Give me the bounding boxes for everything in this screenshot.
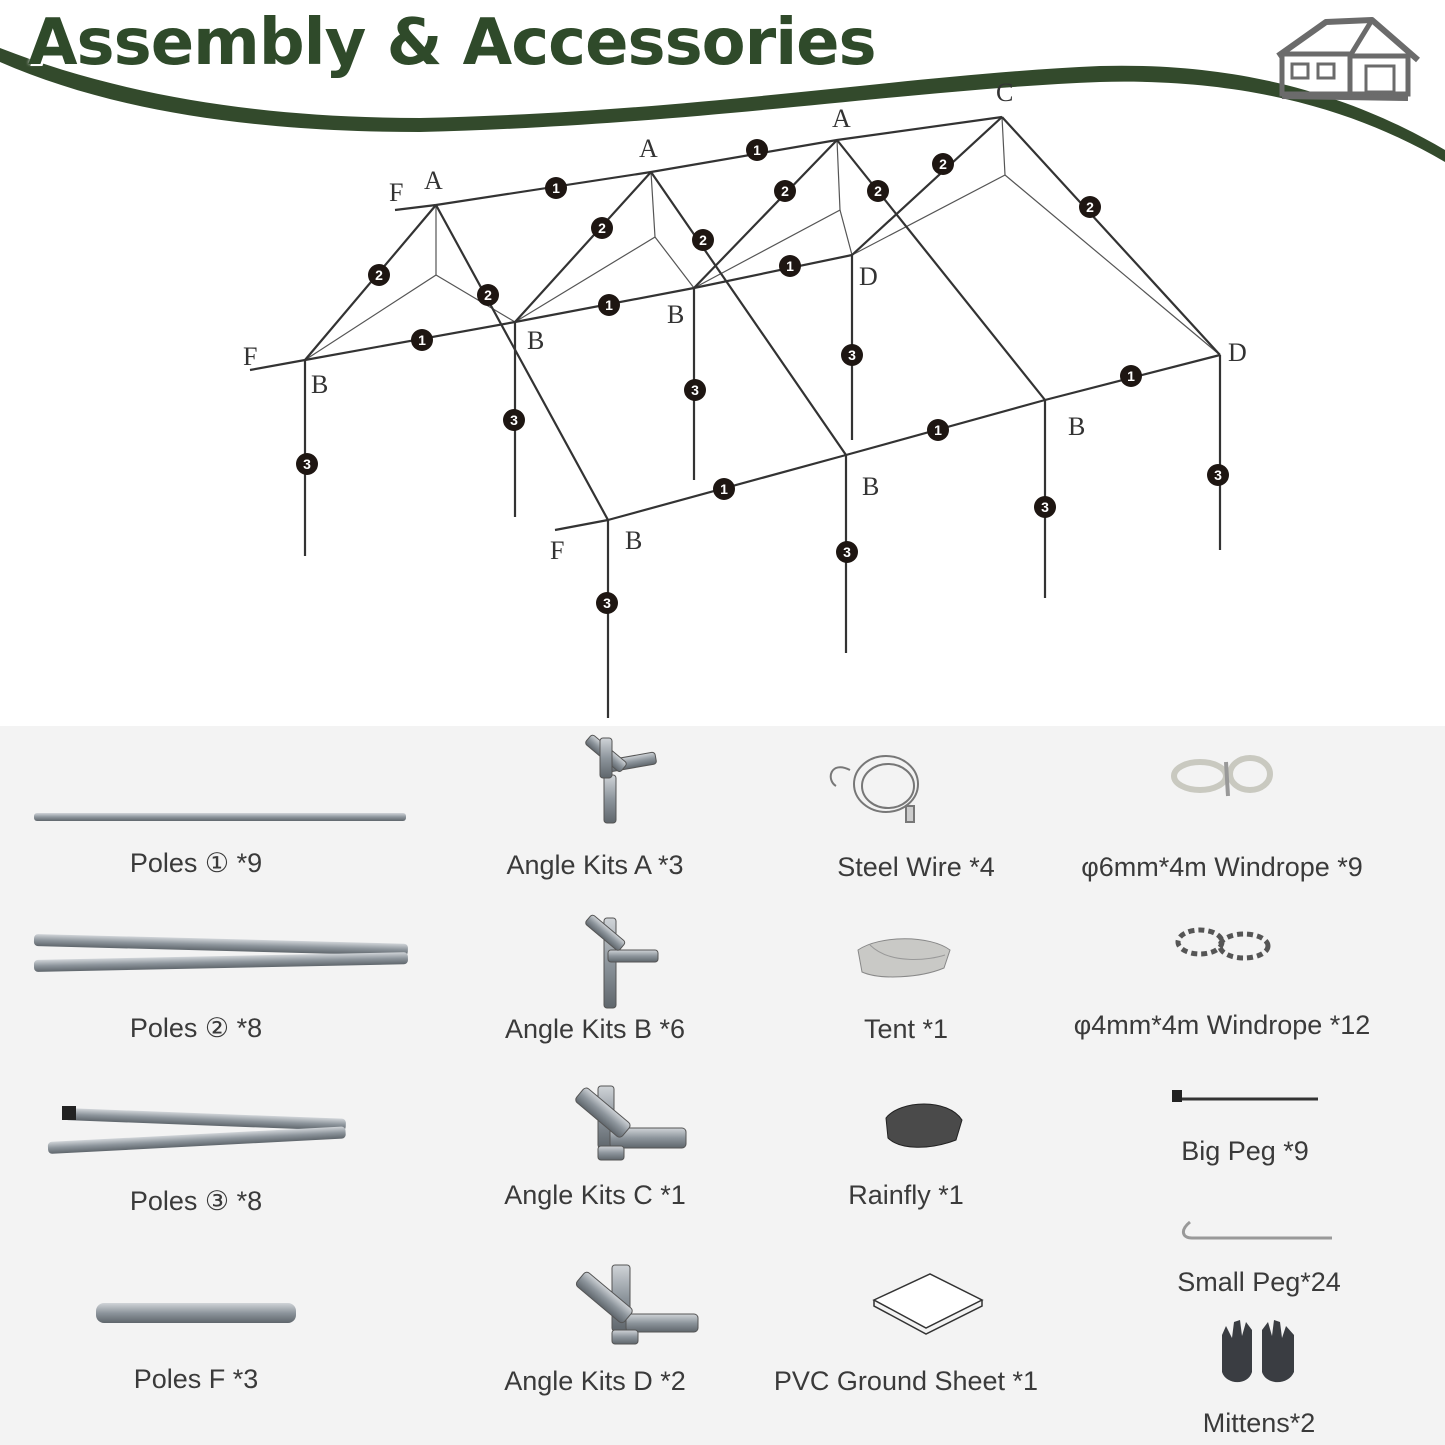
tent-frame-diagram: 1 1 1 1 1 1 1 1 2 2 2 2 2 2 2 2 3 3 3 3 …	[249, 115, 1229, 718]
badge-2: 2	[375, 267, 383, 283]
badge-3: 3	[510, 412, 518, 428]
steel-wire-image	[829, 755, 919, 823]
caption-windrope-6mm: φ6mm*4m Windrope *9	[1081, 852, 1363, 882]
caption-angle-kit-b: Angle Kits B *6	[504, 1014, 686, 1044]
caption-poles-2: Poles ② *8	[129, 1013, 263, 1043]
badge-1: 1	[786, 258, 794, 274]
joint-label-f: F	[243, 342, 258, 371]
badge-1: 1	[753, 142, 761, 158]
badge-3: 3	[303, 456, 311, 472]
badge-2: 2	[699, 232, 707, 248]
caption-rainfly: Rainfly *1	[848, 1180, 964, 1210]
badge-3: 3	[691, 382, 699, 398]
joint-label-d: D	[859, 262, 878, 291]
joint-label-b: B	[527, 326, 545, 355]
caption-angle-kit-a: Angle Kits A *3	[506, 850, 684, 880]
joint-label-a: A	[424, 166, 443, 195]
caption-ground-sheet: PVC Ground Sheet *1	[773, 1366, 1039, 1396]
badge-2: 2	[598, 220, 606, 236]
windrope-4mm-image	[1175, 927, 1271, 961]
big-peg-image	[1172, 1090, 1318, 1102]
angle-kit-b-image	[585, 914, 659, 1009]
caption-poles-f: Poles F *3	[133, 1364, 259, 1394]
badge-2: 2	[1086, 199, 1094, 215]
windrope-6mm-image	[1171, 755, 1273, 797]
badge-3: 3	[1041, 499, 1049, 515]
joint-label-a: A	[832, 104, 851, 133]
caption-poles-1: Poles ① *9	[129, 848, 263, 878]
header-swoosh	[0, 48, 1445, 162]
joint-label-b: B	[1068, 412, 1086, 441]
badge-3: 3	[1214, 467, 1222, 483]
angle-kit-a-image	[585, 734, 657, 824]
joint-label-d: D	[1228, 338, 1247, 367]
badge-2: 2	[484, 287, 492, 303]
badge-1: 1	[552, 180, 560, 196]
mittens-image	[1222, 1320, 1294, 1383]
badge-1: 1	[605, 297, 613, 313]
small-peg-image	[1182, 1220, 1332, 1240]
joint-label-b: B	[667, 300, 685, 329]
caption-mittens: Mittens*2	[1202, 1408, 1316, 1438]
tent-image	[857, 938, 951, 978]
joint-label-b: B	[625, 526, 643, 555]
badge-1: 1	[1127, 368, 1135, 384]
caption-big-peg: Big Peg *9	[1181, 1136, 1309, 1166]
badge-3: 3	[843, 544, 851, 560]
caption-steel-wire: Steel Wire *4	[837, 852, 995, 882]
badge-1: 1	[934, 422, 942, 438]
angle-kit-c-image	[575, 1085, 687, 1161]
badge-1: 1	[418, 332, 426, 348]
joint-label-b: B	[311, 370, 329, 399]
pole-3-image	[47, 1106, 346, 1154]
part-badges: 1 1 1 1 1 1 1 1 2 2 2 2 2 2 2 2 3 3 3 3 …	[296, 139, 1229, 614]
badge-3: 3	[603, 595, 611, 611]
accessories-panel	[0, 726, 1445, 1445]
caption-small-peg: Small Peg*24	[1177, 1267, 1341, 1297]
caption-angle-kit-c: Angle Kits C *1	[504, 1180, 686, 1210]
badge-3: 3	[848, 347, 856, 363]
page-title: Assembly & Accessories	[28, 6, 877, 80]
rainfly-image	[885, 1103, 963, 1148]
joint-label-b: B	[862, 472, 880, 501]
caption-angle-kit-d: Angle Kits D *2	[504, 1366, 686, 1396]
angle-kit-d-image	[575, 1264, 699, 1345]
joint-label-a: A	[639, 134, 658, 163]
badge-2: 2	[781, 183, 789, 199]
caption-poles-3: Poles ③ *8	[129, 1186, 263, 1216]
pole-2-image	[33, 934, 408, 972]
ground-sheet-image	[872, 1273, 984, 1335]
house-icon	[1276, 17, 1420, 101]
badge-1: 1	[720, 481, 728, 497]
joint-label-f: F	[550, 536, 565, 565]
caption-tent: Tent *1	[863, 1014, 949, 1044]
caption-windrope-4mm: φ4mm*4m Windrope *12	[1073, 1010, 1371, 1040]
pole-1-image	[34, 813, 406, 821]
joint-label-f: F	[389, 178, 404, 207]
badge-2: 2	[939, 156, 947, 172]
pole-f-image	[96, 1303, 296, 1323]
joint-label-c: C	[996, 78, 1014, 107]
badge-2: 2	[874, 183, 882, 199]
